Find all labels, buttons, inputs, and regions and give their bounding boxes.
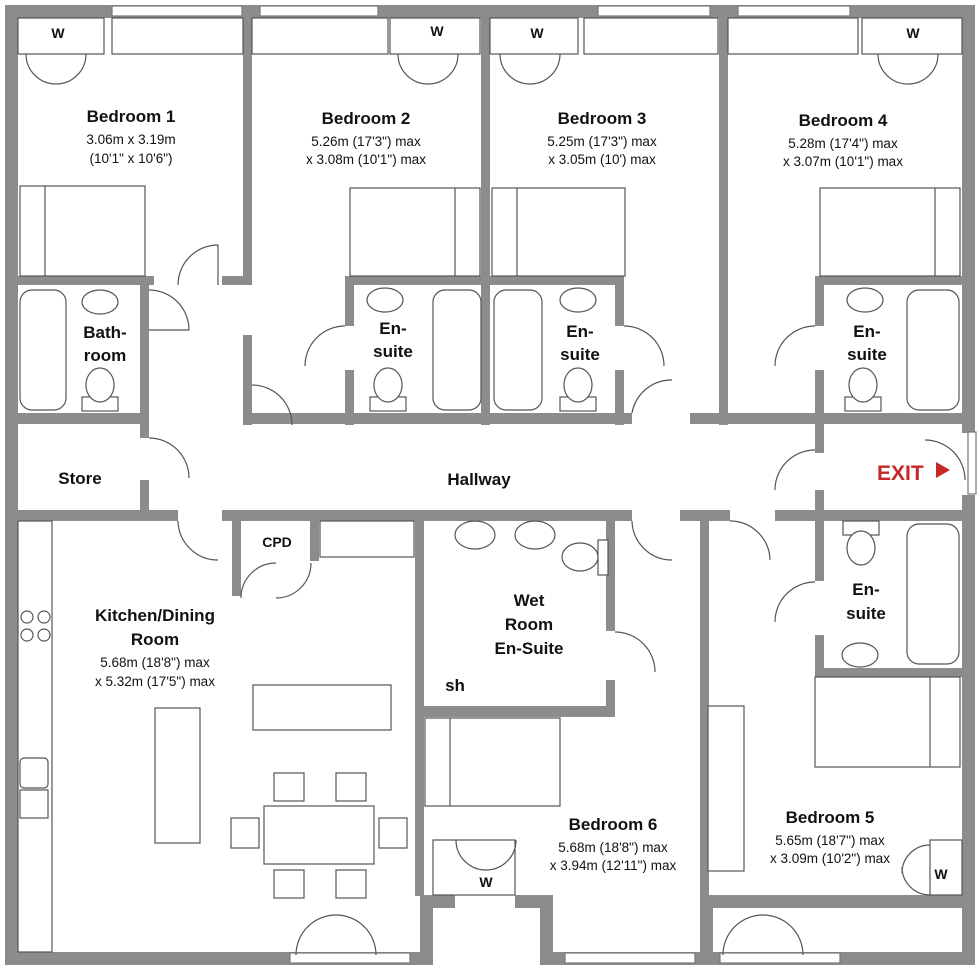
bedroom-1-dim2: (10'1" x 10'6") [89,151,172,166]
bedroom-6-dim1: 5.68m (18'8") max [558,840,668,855]
bedroom-4-dim2: x 3.07m (10'1") max [783,154,903,169]
kitchen-dim2: x 5.32m (17'5") max [95,674,215,689]
bedroom-6-label: Bedroom 6 [569,815,658,834]
store-label: Store [58,469,101,488]
windows [111,5,977,964]
cpd-label: CPD [262,534,292,550]
beds [19,185,961,872]
bedroom-3-dim1: 5.25m (17'3") max [547,134,657,149]
bedroom-2-label: Bedroom 2 [322,109,411,128]
ensuite-3-label-2: suite [560,345,600,364]
hallway-label: Hallway [447,470,511,489]
wardrobe-label-3: W [530,25,544,41]
bedroom-1-label: Bedroom 1 [87,107,176,126]
kitchen-label-2: Room [131,630,179,649]
kitchen-dim1: 5.68m (18'8") max [100,655,210,670]
ensuite-2-label-2: suite [373,342,413,361]
bedroom-4-label: Bedroom 4 [799,111,888,130]
bedroom-1-dim1: 3.06m x 3.19m [86,132,175,147]
ensuite-4-label-1: En- [853,322,880,341]
bedroom-6-dim2: x 3.94m (12'11") max [550,858,677,873]
ensuite-5-label-1: En- [852,580,879,599]
bathroom-label-1: Bath- [83,323,126,342]
bedroom-2-dim1: 5.26m (17'3") max [311,134,421,149]
exit-label: EXIT [877,462,924,485]
wetroom-label-2: Room [505,615,553,634]
wardrobe-label-6: W [479,874,493,890]
wardrobe-label-1: W [51,25,65,41]
wetroom-label-3: En-Suite [495,639,564,658]
bedroom-2-dim2: x 3.08m (10'1") max [306,152,426,167]
doors [148,244,966,956]
ensuite-3-label-1: En- [566,322,593,341]
wetroom-shower-label: sh [445,676,465,695]
wardrobe-label-2: W [430,23,444,39]
ensuite-5-label-2: suite [846,604,886,623]
ensuite-2-label-1: En- [379,319,406,338]
bedroom-3-dim2: x 3.05m (10') max [548,152,656,167]
bedroom-5-label: Bedroom 5 [786,808,875,827]
wetroom-label-1: Wet [514,591,545,610]
exit-arrow-icon [936,462,950,478]
kitchen-label-1: Kitchen/Dining [95,606,215,625]
kitchen-fittings [17,520,415,953]
wardrobe-label-4: W [906,25,920,41]
ensuite-4-label-2: suite [847,345,887,364]
bedroom-4-dim1: 5.28m (17'4") max [788,136,898,151]
wardrobes [17,17,963,896]
bedroom-5-dim2: x 3.09m (10'2") max [770,851,890,866]
bedroom-5-dim1: 5.65m (18'7") max [775,833,885,848]
bathroom-fixtures [19,287,960,668]
room-labels: W W W W W W Bedroom 1 3.06m x 3.19m (10'… [51,23,950,890]
bedroom-3-label: Bedroom 3 [558,109,647,128]
wardrobe-label-5: W [934,866,948,882]
bathroom-label-2: room [84,346,127,365]
